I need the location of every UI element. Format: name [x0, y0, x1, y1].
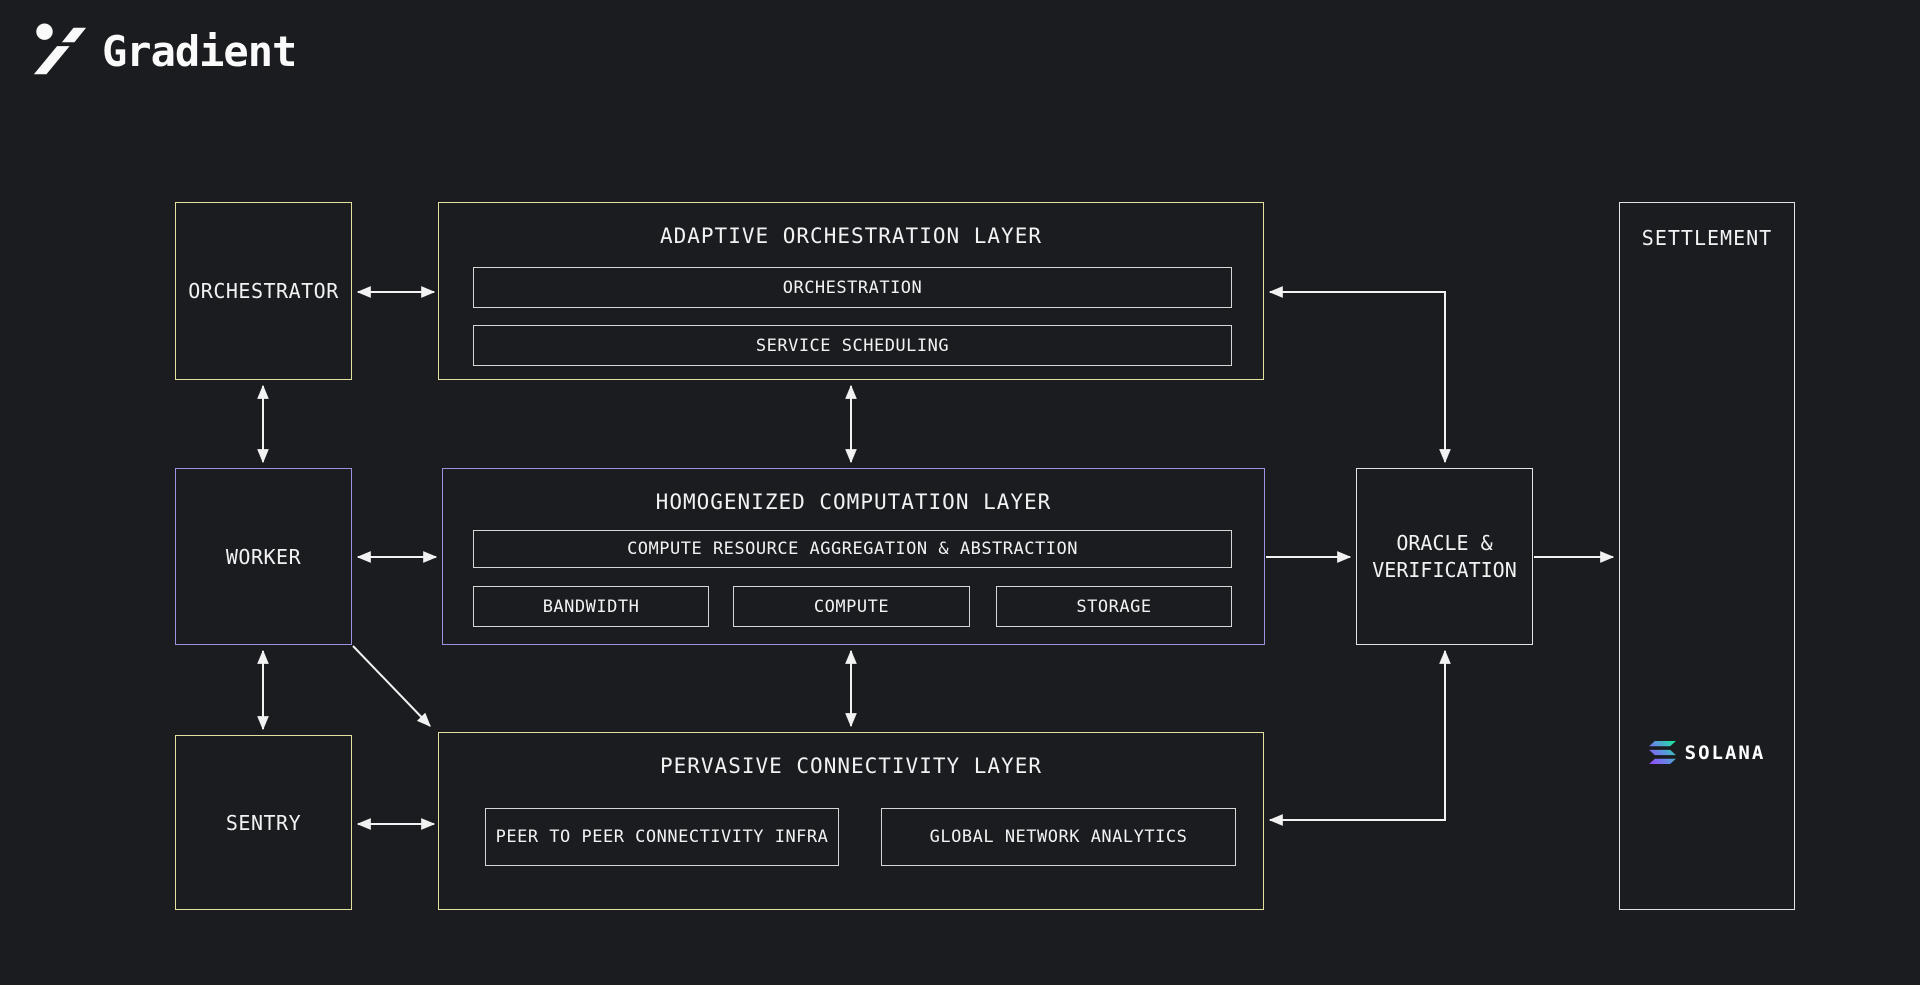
- node-orchestrator-label: ORCHESTRATOR: [188, 279, 339, 303]
- arrow-oracle-adaptive-elbow: [1268, 286, 1451, 464]
- arrow-oracle-connectivity-elbow: [1268, 649, 1451, 826]
- layer-homogenized-computation: HOMOGENIZED COMPUTATION LAYER COMPUTE RE…: [442, 468, 1265, 645]
- item-compute: COMPUTE: [733, 586, 970, 627]
- item-orchestration: ORCHESTRATION: [473, 267, 1232, 308]
- solana-logo: SOLANA: [1620, 741, 1794, 764]
- node-worker-label: WORKER: [225, 544, 302, 569]
- node-settlement: SETTLEMENT SOLANA: [1619, 202, 1795, 910]
- solana-logo-icon: [1648, 741, 1676, 764]
- layer-pervasive-connectivity: PERVASIVE CONNECTIVITY LAYER PEER TO PEE…: [438, 732, 1264, 910]
- node-orchestrator: ORCHESTRATOR: [175, 202, 352, 380]
- layer-adaptive-title: ADAPTIVE ORCHESTRATION LAYER: [659, 224, 1042, 248]
- node-sentry: SENTRY: [175, 735, 352, 910]
- item-compute-aggregation-label: COMPUTE RESOURCE AGGREGATION & ABSTRACTI…: [627, 539, 1078, 559]
- item-peer-to-peer: PEER TO PEER CONNECTIVITY INFRA: [485, 808, 839, 866]
- item-storage: STORAGE: [996, 586, 1232, 627]
- node-oracle-label-line1: ORACLE &: [1396, 530, 1493, 555]
- item-bandwidth-label: BANDWIDTH: [542, 596, 640, 617]
- node-worker: WORKER: [175, 468, 352, 645]
- item-bandwidth: BANDWIDTH: [473, 586, 709, 627]
- item-compute-aggregation: COMPUTE RESOURCE AGGREGATION & ABSTRACTI…: [473, 530, 1232, 568]
- item-orchestration-label: ORCHESTRATION: [782, 277, 923, 298]
- item-peer-to-peer-label: PEER TO PEER CONNECTIVITY INFRA: [495, 827, 829, 847]
- item-service-scheduling-label: SERVICE SCHEDULING: [755, 335, 950, 356]
- item-compute-label: COMPUTE: [813, 596, 890, 617]
- layer-adaptive-orchestration: ADAPTIVE ORCHESTRATION LAYER ORCHESTRATI…: [438, 202, 1264, 380]
- brand-logo: Gradient: [30, 22, 297, 80]
- gradient-logo-icon: [33, 23, 87, 75]
- node-oracle-verification: ORACLE & VERIFICATION: [1356, 468, 1533, 645]
- node-settlement-label: SETTLEMENT: [1641, 226, 1773, 250]
- item-storage-label: STORAGE: [1076, 596, 1152, 617]
- arrow-worker-connectivity-diagonal: [352, 645, 431, 727]
- solana-wordmark: SOLANA: [1684, 741, 1766, 764]
- item-global-network-analytics-label: GLOBAL NETWORK ANALYTICS: [929, 827, 1188, 847]
- item-service-scheduling: SERVICE SCHEDULING: [473, 325, 1232, 366]
- node-sentry-label: SENTRY: [225, 810, 302, 835]
- layer-connectivity-title: PERVASIVE CONNECTIVITY LAYER: [659, 754, 1042, 778]
- item-global-network-analytics: GLOBAL NETWORK ANALYTICS: [881, 808, 1236, 866]
- node-oracle-label-line2: VERIFICATION: [1372, 557, 1517, 582]
- brand-name: Gradient: [102, 26, 297, 76]
- layer-computation-title: HOMOGENIZED COMPUTATION LAYER: [655, 490, 1052, 514]
